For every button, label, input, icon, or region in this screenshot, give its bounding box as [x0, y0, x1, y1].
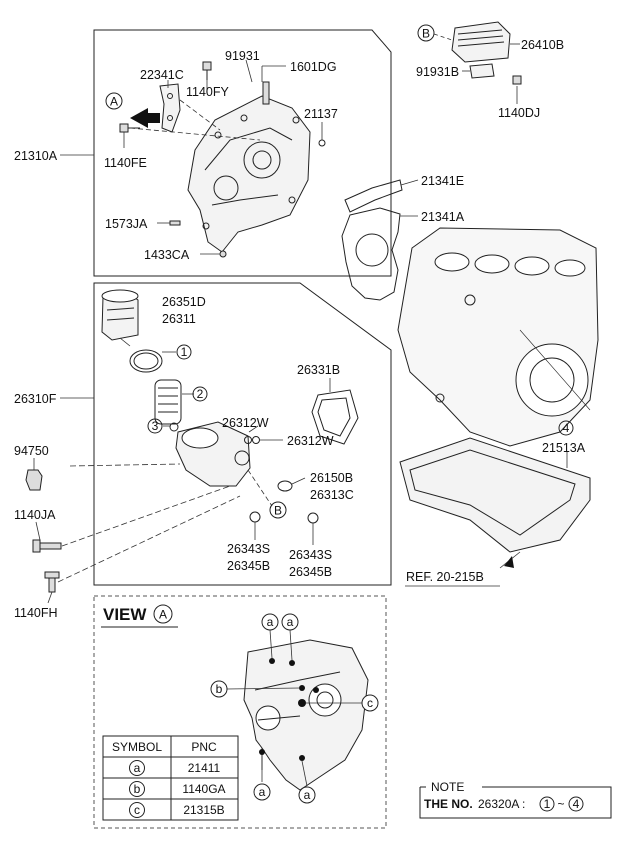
callout-number: 3 [152, 419, 159, 433]
view-a-cover-drawing [243, 639, 369, 791]
marker-letter: a [267, 615, 274, 629]
symbol-table: SYMBOL PNC a 21411 b 1140GA c 21315B [102, 735, 239, 821]
timing-cover-drawing [187, 95, 311, 253]
part-label: 22341C [140, 68, 184, 82]
part-label: 1140FH [14, 606, 58, 620]
view-a-dashed-box [93, 595, 387, 829]
callout-b-letter: B [274, 504, 282, 518]
part-label: 1140FY [186, 85, 230, 99]
part-label: 1601DG [290, 60, 337, 74]
bolt-icons [119, 61, 326, 258]
table-header-symbol: SYMBOL [112, 740, 162, 754]
gasket-drawing [341, 179, 403, 301]
part-label: 1140FE [104, 156, 147, 170]
callout-number: 1 [181, 345, 188, 359]
engine-block-drawing [397, 227, 599, 447]
part-label: 21513A [542, 441, 586, 455]
part-label: 94750 [14, 444, 49, 458]
part-label: 26345B [227, 559, 270, 573]
part-label: 26343S [227, 542, 270, 556]
part-label: 21137 [304, 107, 338, 121]
sensor-and-bolts [25, 469, 62, 593]
table-header-pnc: PNC [191, 740, 217, 754]
oil-filter-group-box [93, 282, 392, 586]
part-label: 26310F [14, 392, 57, 406]
view-letter: A [159, 608, 167, 622]
part-number-labels: 21310A 22341C 91931 1601DG 1140FY 21137 … [14, 38, 586, 620]
table-cell-symbol: a [134, 761, 141, 775]
leader-lines-filter [33, 337, 331, 604]
view-a-arrow [130, 108, 160, 128]
part-label: 21341A [421, 210, 465, 224]
note-to: 4 [573, 797, 580, 811]
table-cell-pnc: 1140GA [182, 782, 225, 796]
marker-letter: c [367, 696, 373, 710]
part-label: 26312W [287, 434, 334, 448]
view-title: VIEW [103, 605, 147, 624]
note-prefix: THE NO. [424, 797, 473, 811]
view-a-marker-letters: a a b c a a [216, 615, 373, 802]
view-a-leaders [226, 629, 362, 787]
part-label: 1140JA [14, 508, 56, 522]
part-label: 26351D [162, 295, 206, 309]
part-label: 26331B [297, 363, 340, 377]
part-label: 91931 [225, 49, 260, 63]
part-label: 91931B [416, 65, 459, 79]
callout-a-letter: A [110, 95, 118, 109]
table-cell-pnc: 21411 [188, 761, 221, 775]
reference-label: REF. 20-215B [406, 570, 484, 584]
marker-letter: a [259, 785, 266, 799]
view-a-marker-circles [210, 613, 379, 804]
table-cell-symbol: c [134, 803, 140, 817]
callout-number: 4 [563, 421, 570, 435]
ref-arrow [504, 556, 514, 568]
note-part: 26320A : [478, 797, 525, 811]
part-label: 26410B [521, 38, 564, 52]
note-title: NOTE [431, 780, 464, 794]
note-tilde: ~ [557, 797, 564, 811]
callout-circles [105, 24, 574, 519]
part-label: 26312W [222, 416, 269, 430]
part-label: 26313C [310, 488, 354, 502]
view-letter-circle [153, 604, 173, 624]
leader-lines-gasket [400, 179, 419, 217]
part-label: 26343S [289, 548, 332, 562]
part-label: 26345B [289, 565, 332, 579]
marker-letter: a [304, 788, 311, 802]
table-cell-pnc: 21315B [183, 803, 224, 817]
callout-letters: A B B 1 2 3 4 [110, 27, 570, 518]
cover-bracket-drawing [159, 83, 181, 133]
view-a-dots [259, 658, 319, 761]
marker-letter: a [287, 615, 294, 629]
part-label: 1433CA [144, 248, 190, 262]
leader-lines-cooler [433, 33, 520, 104]
timing-cover-group-box [93, 29, 392, 277]
callout-b-letter: B [422, 27, 430, 41]
oil-pan-drawing [399, 437, 591, 553]
note-from: 1 [544, 797, 551, 811]
table-cell-symbol: b [134, 782, 141, 796]
note-box: NOTE THE NO. 26320A : 1 ~ 4 [419, 780, 612, 819]
oil-filter-drawing [101, 289, 359, 524]
part-label: 1573JA [105, 217, 148, 231]
oil-cooler-drawing [451, 21, 522, 85]
part-label: 26150B [310, 471, 353, 485]
part-label: 26311 [162, 312, 196, 326]
marker-letter: b [216, 682, 223, 696]
callout-number: 2 [197, 387, 204, 401]
part-label: 1140DJ [498, 106, 540, 120]
part-label: 21341E [421, 174, 464, 188]
leader-lines-cover [60, 59, 323, 255]
part-label: 21310A [14, 149, 58, 163]
